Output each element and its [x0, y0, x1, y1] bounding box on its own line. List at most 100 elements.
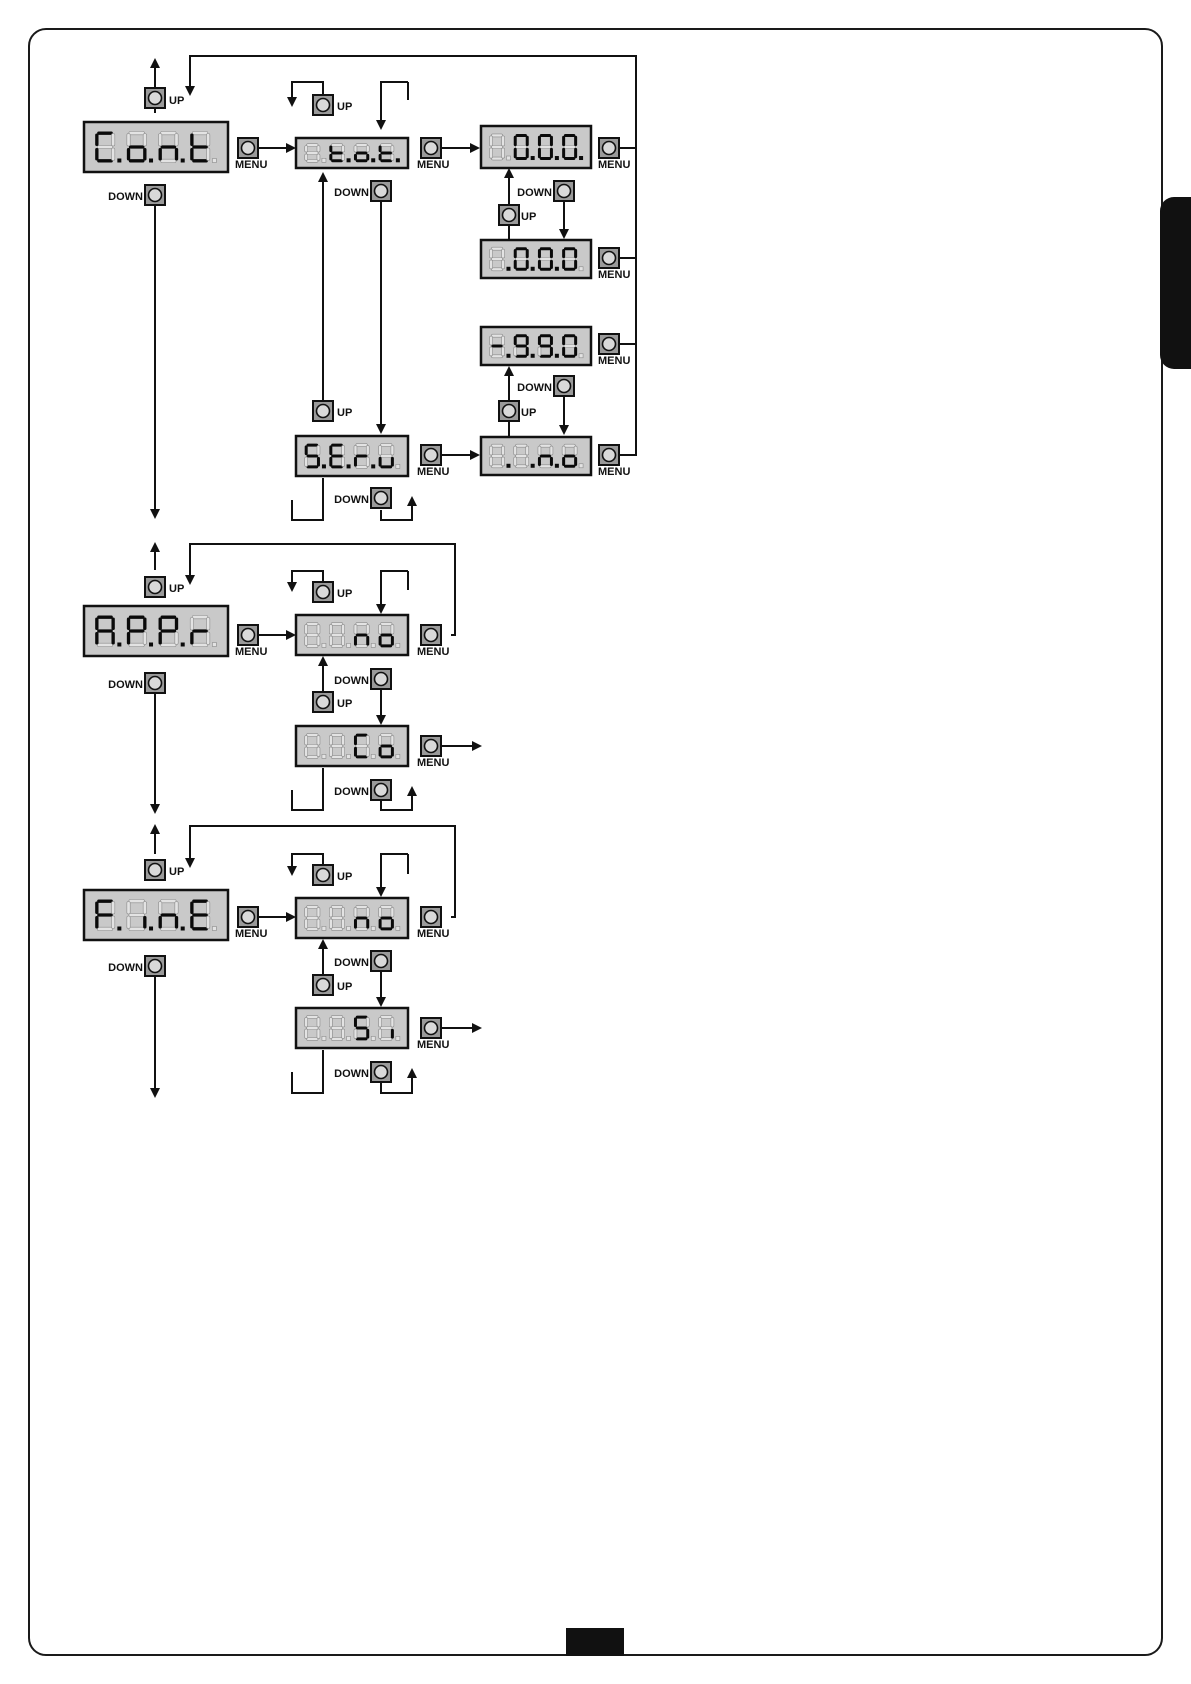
- digit-segment: [331, 1027, 343, 1030]
- digit-segment: [329, 1017, 332, 1027]
- down-button-fine-si[interactable]: DOWN: [334, 1062, 391, 1082]
- digit-segment: [356, 927, 368, 930]
- down-button-tot[interactable]: DOWN: [334, 181, 391, 201]
- digit-segment: [354, 445, 357, 455]
- display-text: no: [352, 939, 354, 941]
- digit-segment: [391, 1029, 394, 1039]
- menu-button-000[interactable]: MENU: [598, 138, 630, 171]
- down-button-appr-co[interactable]: DOWN: [334, 780, 391, 800]
- menu-button-appr-no[interactable]: MENU: [417, 625, 449, 658]
- digit-segment: [175, 902, 178, 914]
- menu-button-appr-co[interactable]: MENU: [417, 736, 449, 769]
- digit-segment: [305, 636, 308, 646]
- up-button-fine-no[interactable]: UP: [313, 865, 352, 885]
- down-button-000[interactable]: DOWN: [517, 181, 574, 201]
- up-button-appr-co[interactable]: UP: [313, 692, 352, 712]
- up-button-appr-no[interactable]: UP: [313, 582, 352, 602]
- menu-button-fine-si[interactable]: MENU: [417, 1018, 449, 1051]
- digit-segment: [366, 624, 369, 634]
- digit-segment: [502, 446, 505, 455]
- display-text: no: [352, 656, 354, 658]
- down-button-appr[interactable]: DOWN: [108, 673, 165, 693]
- up-button-fine[interactable]: UP: [145, 860, 184, 880]
- menu-button-appr[interactable]: MENU: [235, 625, 267, 658]
- digit-segment: [379, 1029, 382, 1039]
- digit-segment: [305, 1017, 308, 1027]
- digit-segment: [514, 249, 517, 258]
- digit-segment: [342, 919, 345, 929]
- digit-segment: [380, 144, 392, 147]
- down-button-fine[interactable]: DOWN: [108, 956, 165, 976]
- menu-button-0000[interactable]: MENU: [598, 248, 630, 281]
- digit-segment: [192, 616, 208, 619]
- up-button-appr[interactable]: UP: [145, 577, 184, 597]
- digit-segment: [175, 148, 178, 160]
- digit-segment: [111, 632, 114, 644]
- digit-segment: [354, 636, 357, 646]
- digit-segment: [306, 917, 318, 920]
- digit-segment: [207, 632, 210, 644]
- connector-line: [381, 82, 408, 128]
- digit-segment: [306, 734, 318, 737]
- digit-segment: [516, 146, 527, 149]
- digit-segment: [380, 1037, 392, 1040]
- digit-segment: [95, 618, 98, 630]
- digit-segment: [538, 148, 541, 158]
- down-button-appr-no[interactable]: DOWN: [334, 669, 391, 689]
- decimal-point: [579, 464, 583, 468]
- digit-segment: [379, 445, 382, 455]
- menu-button-fine-no[interactable]: MENU: [417, 907, 449, 940]
- digit-segment: [331, 917, 343, 920]
- digit-segment: [550, 446, 553, 455]
- button-label: MENU: [598, 355, 630, 367]
- down-button-cont[interactable]: DOWN: [108, 185, 165, 205]
- menu-button-fine[interactable]: MENU: [235, 907, 267, 940]
- digit-segment: [143, 618, 146, 630]
- digit-segment: [391, 735, 394, 745]
- up-button-990[interactable]: UP: [499, 401, 536, 421]
- digit-segment: [514, 148, 517, 158]
- menu-button-cont[interactable]: MENU: [235, 138, 267, 171]
- digit-segment: [356, 465, 368, 468]
- digit-segment: [564, 157, 575, 160]
- decimal-point: [555, 354, 559, 358]
- digit-segment: [129, 132, 145, 135]
- decimal-point: [531, 464, 535, 468]
- digit-segment: [379, 636, 382, 646]
- digit-segment: [329, 636, 332, 646]
- digit-segment: [329, 1029, 332, 1039]
- decimal-point: [579, 354, 583, 358]
- decimal-point: [347, 158, 351, 162]
- up-button-serv[interactable]: UP: [313, 401, 352, 421]
- digit-segment: [317, 919, 320, 929]
- up-button-fine-si[interactable]: UP: [313, 975, 352, 995]
- digit-segment: [380, 644, 392, 647]
- digit-segment: [526, 148, 529, 158]
- menu-button-no[interactable]: MENU: [598, 445, 630, 478]
- menu-button-serv[interactable]: MENU: [417, 445, 449, 478]
- digit-segment: [366, 735, 369, 745]
- digit-segment: [175, 916, 178, 928]
- down-button-serv[interactable]: DOWN: [334, 488, 391, 508]
- menu-button-990[interactable]: MENU: [598, 334, 630, 367]
- decimal-point: [506, 354, 510, 358]
- digit-segment: [354, 747, 357, 757]
- up-button-tot[interactable]: UP: [313, 95, 352, 115]
- digit-segment: [329, 735, 332, 745]
- decimal-point: [555, 464, 559, 468]
- button-label: MENU: [235, 928, 267, 940]
- digit-segment: [207, 134, 210, 146]
- digit-segment: [317, 1029, 320, 1039]
- digit-segment: [366, 457, 369, 467]
- down-button-fine-no[interactable]: DOWN: [334, 951, 391, 971]
- decimal-point: [149, 159, 153, 163]
- up-button-cont[interactable]: UP: [145, 88, 184, 108]
- digit-segment: [564, 258, 575, 261]
- digit-segment: [190, 916, 193, 928]
- button-label: MENU: [417, 646, 449, 658]
- up-button-000[interactable]: UP: [499, 205, 536, 225]
- menu-button-tot[interactable]: MENU: [417, 138, 449, 171]
- digit-segment: [192, 159, 208, 162]
- down-button-990[interactable]: DOWN: [517, 376, 574, 396]
